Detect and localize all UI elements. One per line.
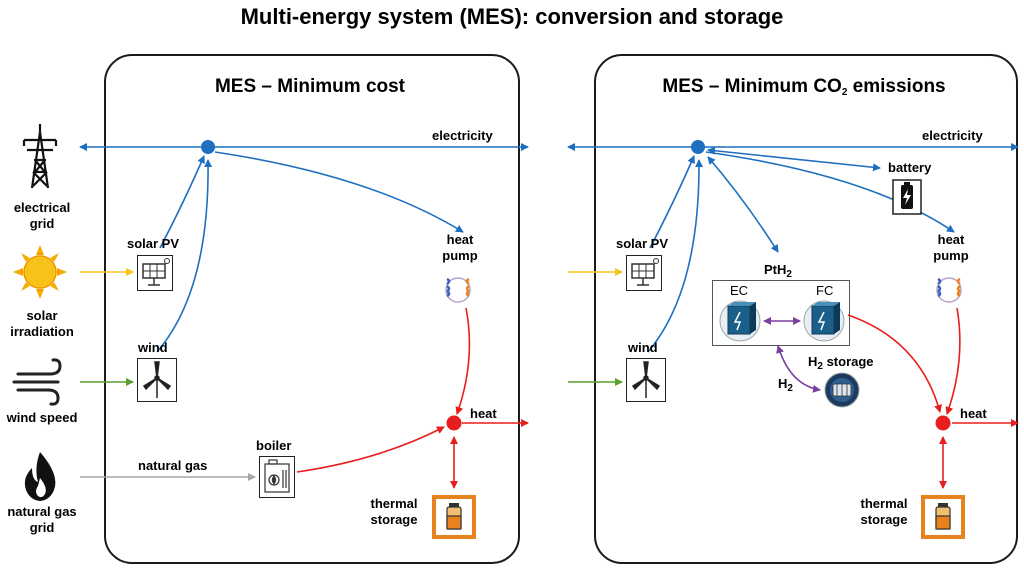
wind-turbine-icon-right <box>631 361 661 398</box>
fuel-cell-icon <box>803 300 845 342</box>
panel-minimum-co2-title: MES – Minimum CO2 emissions <box>662 76 946 98</box>
electrical-grid-label: electrical grid <box>13 200 71 231</box>
diagram-title: Multi-energy system (MES): conversion an… <box>240 4 784 29</box>
fc-label: FC <box>816 283 834 298</box>
heatpump-to-heat-right <box>945 307 961 415</box>
heat-pump-icon-right <box>936 277 962 303</box>
h2-storage-label: H2 storage <box>808 354 874 372</box>
electricity-node-left <box>201 140 215 154</box>
wind-speed-label: wind speed <box>6 410 78 425</box>
battery-icon <box>892 179 922 215</box>
solar-irradiation-label: solar irradiation <box>10 308 74 339</box>
wind-gust-icon <box>12 358 62 406</box>
natural-gas-grid-label: natural gas grid <box>7 504 77 535</box>
heat-node-left <box>446 415 462 431</box>
electricity-label-right: electricity <box>922 128 983 143</box>
solar-panel-icon-left <box>142 258 170 286</box>
electricity-label-left: electricity <box>432 128 493 143</box>
wind-to-node-right <box>647 159 704 353</box>
sun-icon <box>13 245 67 299</box>
wind-to-node-left <box>156 159 213 353</box>
boiler-to-heat-left <box>296 426 445 473</box>
electricity-node-right <box>691 140 705 154</box>
wind-label-left: wind <box>138 340 168 355</box>
flame-icon <box>24 452 56 501</box>
pth2-label: PtH2 <box>764 262 792 280</box>
heat-node-right <box>935 415 951 431</box>
node-to-heatpump-left <box>214 151 464 233</box>
fc-to-heat-right <box>847 314 942 413</box>
heat-label-left: heat <box>470 406 497 421</box>
battery-label: battery <box>888 160 932 175</box>
transmission-tower-icon <box>22 124 58 189</box>
thermal-storage-icon-left <box>432 495 476 539</box>
natural-gas-label: natural gas <box>138 458 208 473</box>
wind-label-right: wind <box>628 340 658 355</box>
node-pth2-link-right <box>707 156 779 253</box>
heat-label-right: heat <box>960 406 987 421</box>
hydrogen-storage-icon <box>824 372 860 408</box>
ec-label: EC <box>730 283 749 298</box>
electrolyser-icon <box>719 300 761 342</box>
node-to-heatpump-right <box>705 151 955 233</box>
boiler-label: boiler <box>256 438 292 453</box>
wind-turbine-icon-left <box>142 361 172 398</box>
heat-pump-icon-left <box>445 277 471 303</box>
h2-flow-label: H2 <box>778 376 793 394</box>
node-to-battery-right <box>707 146 881 172</box>
solar-to-node-right <box>649 155 695 249</box>
heatpump-to-heat-left <box>455 307 471 415</box>
solar-panel-icon-right <box>631 258 659 286</box>
pth2-h2-storage-link <box>776 345 821 393</box>
solar-to-node-left <box>159 155 205 249</box>
solar-pv-label-right: solar PV <box>616 236 669 251</box>
boiler-icon <box>264 459 290 493</box>
solar-pv-label-left: solar PV <box>127 236 180 251</box>
panel-minimum-cost-title: MES – Minimum cost <box>214 76 406 97</box>
thermal-storage-icon-right <box>921 495 965 539</box>
